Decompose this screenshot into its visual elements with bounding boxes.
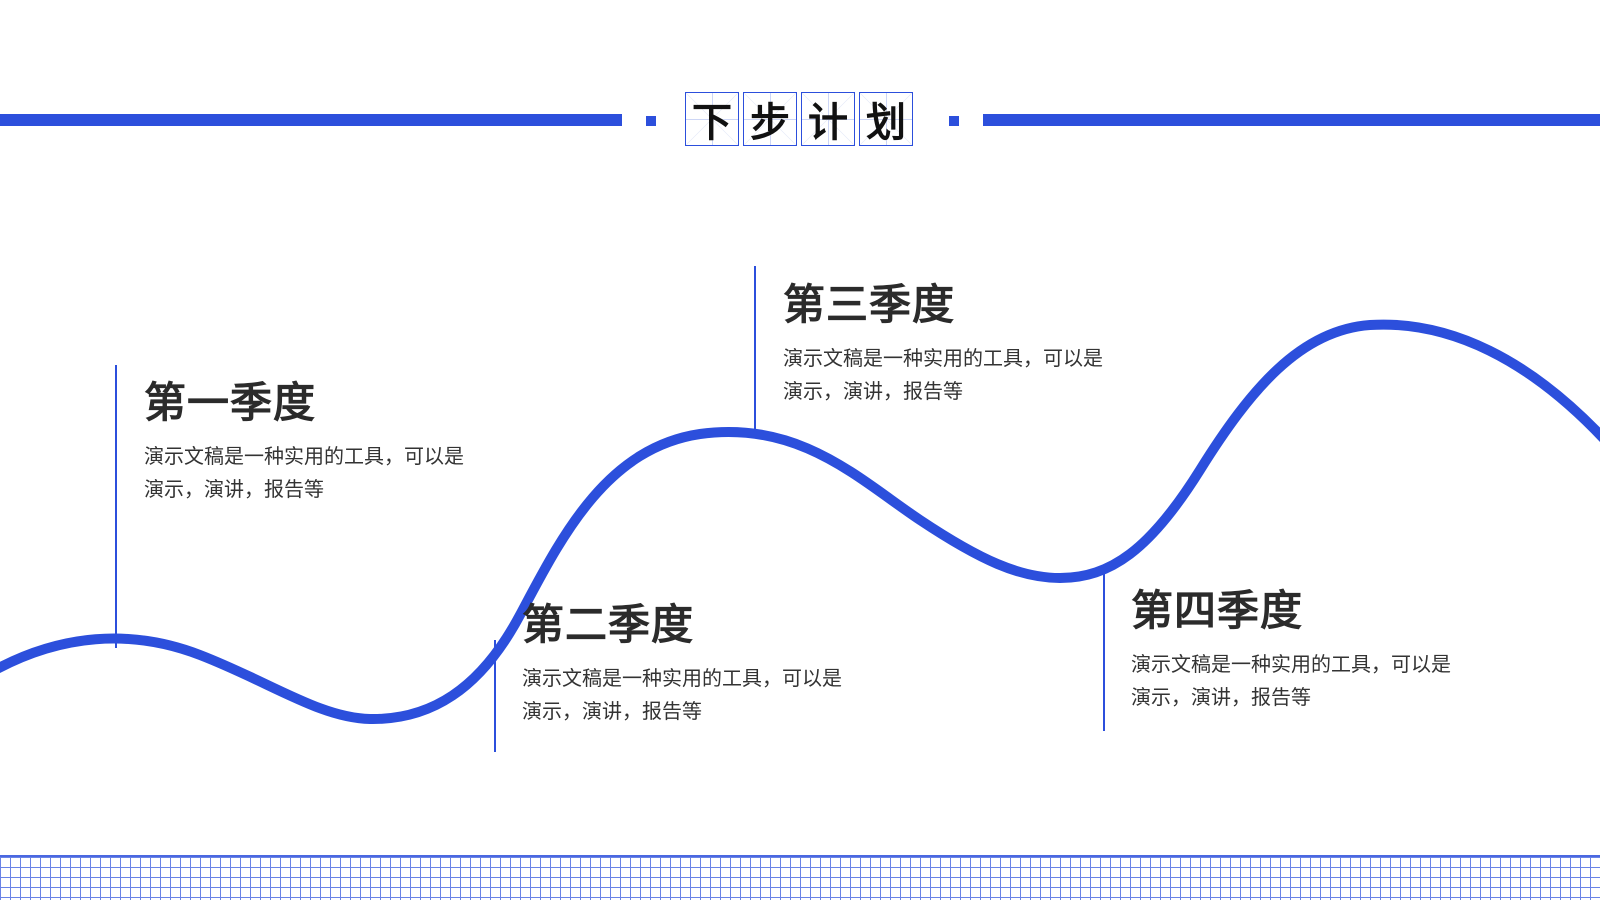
quarter-4-title: 第四季度 <box>1131 586 1304 635</box>
quarter-3-title: 第三季度 <box>783 280 956 329</box>
title-char: 下 <box>692 100 732 146</box>
quarter-1-marker-line <box>115 365 117 648</box>
title-char: 划 <box>866 100 906 146</box>
quarter-4-desc-line-2: 演示，演讲，报告等 <box>1131 685 1311 710</box>
quarter-2-desc-line-2: 演示，演讲，报告等 <box>522 699 702 724</box>
header-dot-right <box>949 116 959 126</box>
quarter-1-desc-line-2: 演示，演讲，报告等 <box>144 477 324 502</box>
grid-footer <box>0 855 1600 900</box>
title-char: 计 <box>808 100 848 146</box>
title-char-cell: 划 <box>859 92 913 146</box>
quarter-1-block: 第一季度 演示文稿是一种实用的工具，可以是 演示，演讲，报告等 <box>144 378 524 506</box>
quarter-3-desc-line-1: 演示文稿是一种实用的工具，可以是 <box>783 346 1103 371</box>
title-char-cell: 下 <box>685 92 739 146</box>
header-rule-left <box>0 114 622 126</box>
quarter-3-block: 第三季度 演示文稿是一种实用的工具，可以是 演示，演讲，报告等 <box>783 280 1163 408</box>
quarter-4-desc-line-1: 演示文稿是一种实用的工具，可以是 <box>1131 652 1451 677</box>
title-char-cell: 计 <box>801 92 855 146</box>
title-char: 步 <box>750 100 790 146</box>
title-char-cell: 步 <box>743 92 797 146</box>
header-dot-left <box>646 116 656 126</box>
quarter-1-title: 第一季度 <box>144 378 317 427</box>
quarter-4-block: 第四季度 演示文稿是一种实用的工具，可以是 演示，演讲，报告等 <box>1131 586 1511 714</box>
quarter-3-marker-line <box>754 266 756 434</box>
quarter-2-desc-line-1: 演示文稿是一种实用的工具，可以是 <box>522 666 842 691</box>
quarter-4-marker-line <box>1103 572 1105 731</box>
quarter-2-title: 第二季度 <box>522 600 695 649</box>
header-rule-right <box>983 114 1600 126</box>
quarter-2-block: 第二季度 演示文稿是一种实用的工具，可以是 演示，演讲，报告等 <box>522 600 902 728</box>
quarter-1-desc-line-1: 演示文稿是一种实用的工具，可以是 <box>144 444 464 469</box>
page-title: 下 步 计 划 <box>685 92 913 148</box>
quarter-2-marker-line <box>494 640 496 752</box>
wave-path <box>0 319 1600 725</box>
quarter-3-desc-line-2: 演示，演讲，报告等 <box>783 379 963 404</box>
